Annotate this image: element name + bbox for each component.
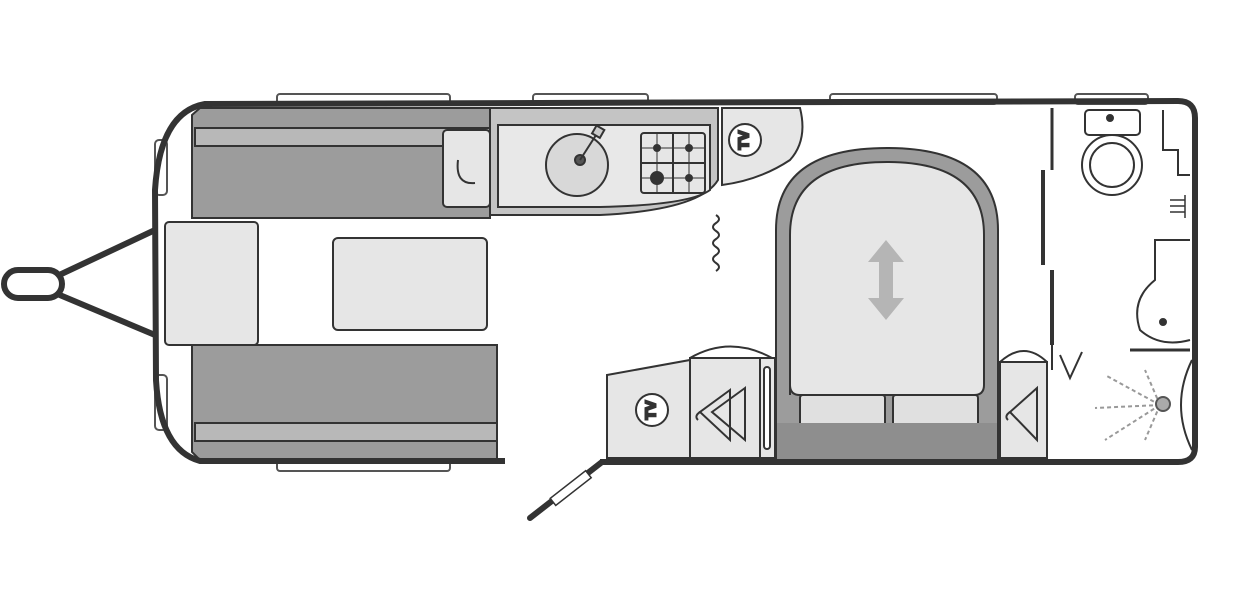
basin-icon [1130,239,1191,352]
towel-rail-icon [1170,195,1186,218]
lounge [164,107,498,461]
island-bed [775,146,999,461]
hitch-icon [1,227,158,338]
wardrobe-hanger-icon [1005,385,1038,443]
bed-adjust-arrow-icon [868,240,904,320]
tv-label: TV [738,131,753,150]
wardrobe-hanger-icon [695,386,746,443]
heater-icon [712,214,720,272]
tv-unit-kitchen: TV [721,107,804,187]
hob-icon [640,132,706,194]
bedroom-units: TV [606,345,1048,459]
caravan-body-outline [152,98,1198,465]
fridge-icon [442,129,491,208]
sink-icon [545,124,609,197]
kitchen: TV [442,107,804,216]
table [332,237,488,331]
entrance-door-icon [527,459,605,521]
toilet-icon [1081,109,1143,196]
washroom [1041,108,1193,451]
shower-icon [1094,369,1171,441]
tv-label: TV [645,401,660,420]
